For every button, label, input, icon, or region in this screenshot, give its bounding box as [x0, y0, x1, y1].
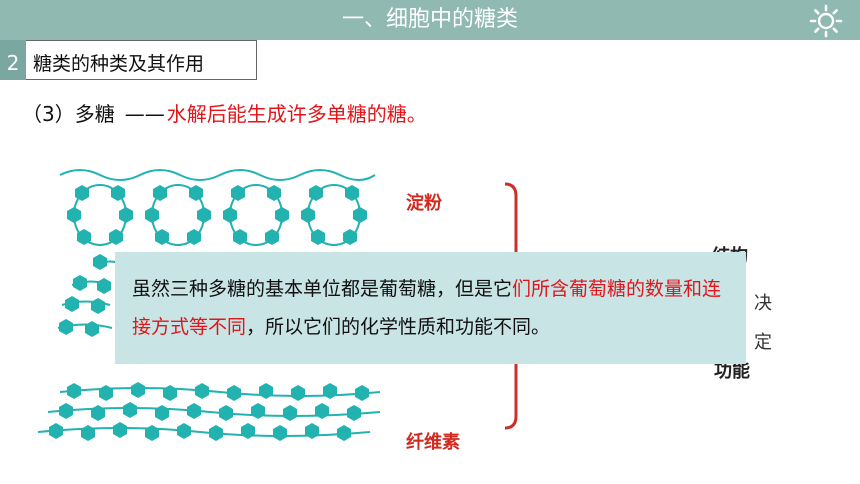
- starch-helix-2: [145, 184, 211, 246]
- section-number: 2: [0, 40, 26, 80]
- jue-char: 决: [754, 293, 772, 314]
- function-label: 功能: [714, 361, 750, 382]
- explanation-part3: ，所以它们的化学性质和功能不同。: [246, 316, 551, 338]
- gear-icon[interactable]: [806, 4, 846, 38]
- starch-helix-1: [67, 184, 133, 246]
- ding-char: 定: [754, 332, 772, 353]
- explanation-box: 虽然三种多糖的基本单位都是葡萄糖，但是它们所含葡萄糖的数量和连接方式等不同，所以…: [115, 252, 746, 364]
- starch-label: 淀粉: [406, 193, 442, 214]
- subheading: （3）多糖 ——水解后能生成许多单糖的糖。: [22, 98, 427, 127]
- section-label: 糖类的种类及其作用: [26, 40, 257, 80]
- explanation-highlight: 们所含葡萄糖的数量和连接方式等不同: [132, 278, 722, 338]
- cellulose-label: 纤维素: [406, 432, 460, 453]
- section-tab: 2 糖类的种类及其作用: [0, 40, 257, 80]
- page-title: 一、细胞中的糖类: [341, 7, 518, 32]
- subheading-definition: 水解后能生成许多单糖的糖。: [166, 102, 427, 126]
- subheading-dash: ——: [124, 102, 165, 126]
- subheading-prefix: （3）多糖: [22, 102, 115, 126]
- starch-strand: [59, 169, 376, 181]
- cellulose-chains: [37, 382, 381, 441]
- header-bar: 一、细胞中的糖类: [0, 0, 860, 40]
- starch-helix-3: [223, 184, 289, 246]
- explanation-part1: 虽然三种多糖的基本单位都是葡萄糖，但是它: [132, 278, 513, 300]
- starch-helix-4: [301, 184, 367, 246]
